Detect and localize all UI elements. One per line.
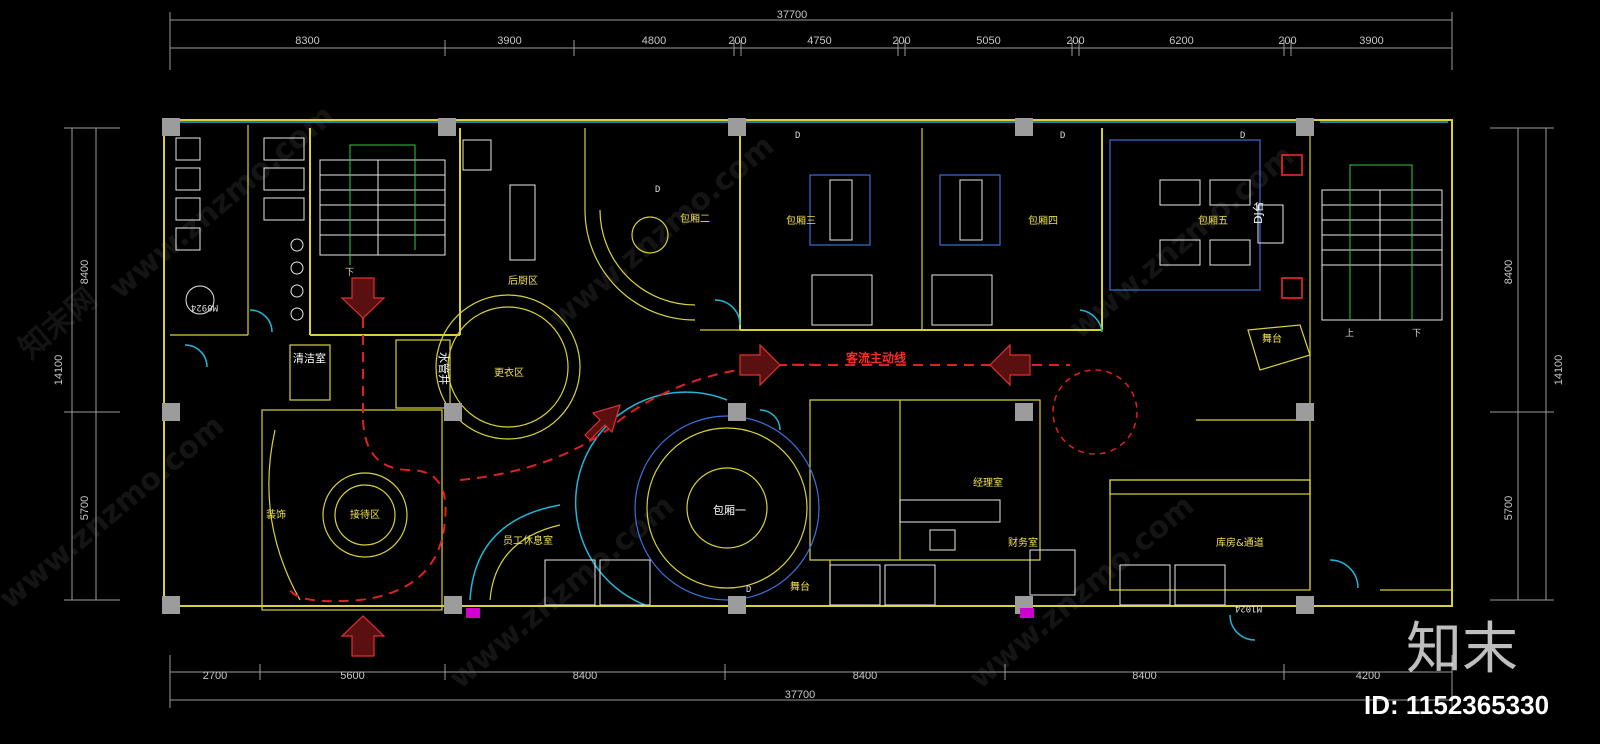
stair-down-label: 下 [1412,329,1421,339]
watermark-text: www.znzmo.com [0,408,231,616]
dim-bottom-seg-label: 8400 [573,670,597,682]
arrow-right-icon [739,343,781,387]
dim-top-seg-label: 6200 [1169,35,1193,47]
bottom-dimensions: 37700 2700 5600 8400 8400 8400 4200 [169,655,1453,708]
dim-top-seg-label: 5050 [976,35,1000,47]
dim-left-seg: 8400 [79,260,91,284]
arrow-down-icon [340,277,386,319]
dim-top-seg-label: 8300 [295,35,319,47]
dim-top-seg-label: 3900 [497,35,521,47]
customer-flow-path [289,318,1070,603]
main-flow-label: 客流主动线 [845,350,906,365]
room-label-stage-right: 舞台 [1262,332,1282,345]
watermark-text: 知末网 [13,281,104,366]
door-swings: M1024 D D D D D [184,131,1359,641]
brand-watermark: 知末 ID: 1152365330 [1364,617,1549,720]
watermark-text: www.znzmo.com [103,98,341,306]
dim-top-seg-label: 200 [1066,35,1084,47]
watermark-text: www.znzmo.com [1063,138,1301,346]
dim-top-seg-label: 200 [1278,35,1296,47]
room-label-finance: 财务室 [1008,536,1038,549]
room-label-private1: 包厢一 [713,504,746,517]
private-room-furniture [809,139,1303,326]
door-mark: D [655,185,660,195]
dim-bottom-seg-label: 4200 [1356,670,1380,682]
dim-top-seg-label: 4750 [807,35,831,47]
side-dimensions: 14100 8400 5700 14100 8400 5700 [53,127,1565,601]
interior-walls [170,125,1311,611]
dim-left-total: 14100 [53,355,65,386]
watermark-text: www.znzmo.com [443,488,681,696]
dim-top-seg-label: 3900 [1359,35,1383,47]
door-mark: D [746,585,751,595]
dim-bottom-total: 37700 [785,689,816,701]
room-label-back-kitchen: 后厨区 [508,275,538,287]
arrow-left-icon [989,343,1031,387]
door-mark: D [1060,131,1065,141]
room-label-staff-rest: 员工休息室 [503,534,553,547]
stage-right-outline [1247,324,1311,371]
stair-up-label: 上 [1345,328,1354,339]
door-mark: D [795,131,800,141]
room-label-reception: 接待区 [350,508,380,521]
private-room-1 [574,391,820,606]
image-id: ID: 1152365330 [1364,690,1549,720]
flow-arrows [340,277,1031,657]
staff-rest-room [469,504,651,606]
stair-down-label: 下 [345,268,354,278]
room-label-dj: DJ台 [1251,201,1265,224]
room-label-cleaning: 清洁室 [293,351,326,365]
structural-columns [162,118,1314,618]
room-label-decoration: 装饰 [266,508,286,521]
dim-bottom-seg-label: 8400 [1132,670,1156,682]
dim-top-seg-label: 200 [892,35,910,47]
door-label-m0924: M0924 [191,302,218,312]
restroom-stalls: M0924 [175,137,305,321]
reception-area [268,429,408,601]
brand-logo: 知末 [1406,617,1518,682]
room-labels: 清洁室 水管井 后厨区 更衣区 包厢二 包厢三 包厢四 包厢五 DJ台 舞台 客… [266,201,1282,593]
dim-bottom-seg-label: 5600 [340,670,364,682]
room-label-changing: 更衣区 [494,366,524,379]
dim-right-total: 14100 [1553,355,1565,386]
watermark-text: www.znzmo.com [963,488,1201,696]
dj-circle [1052,369,1138,455]
room-label-private5: 包厢五 [1198,214,1228,227]
door-mark: D [1240,131,1245,141]
stair-right: 上 下 [1321,164,1443,339]
watermark-text: www.znzmo.com [543,128,781,336]
dim-top-seg-label: 4800 [642,35,666,47]
dim-right-seg: 5700 [1503,496,1515,520]
dim-top-total: 37700 [777,9,808,21]
room-label-private2: 包厢二 [680,212,710,225]
dim-bottom-seg-label: 2700 [203,670,227,682]
room-label-private3: 包厢三 [786,214,816,227]
dim-bottom-seg-label: 8400 [853,670,877,682]
room-label-manager: 经理室 [973,476,1003,489]
door-label-m1024: M1024 [1235,603,1262,613]
arrow-up-icon [340,615,386,657]
dim-top-seg-label: 200 [728,35,746,47]
office-furniture [829,369,1226,606]
room-label-storage: 库房&通道 [1216,536,1264,549]
room-label-private4: 包厢四 [1028,214,1058,227]
dim-left-seg: 5700 [79,496,91,520]
dim-right-seg: 8400 [1503,260,1515,284]
stair-left: 下 [319,144,446,278]
top-dimensions: 37700 8300 3900 4800 200 4750 200 5050 200 6200 2… [169,9,1453,70]
room-label-water-pipe: 水管井 [437,352,451,385]
changing-area [435,139,696,440]
room-label-stage-bottom: 舞台 [790,580,810,593]
arrow-upright-icon [584,404,621,441]
